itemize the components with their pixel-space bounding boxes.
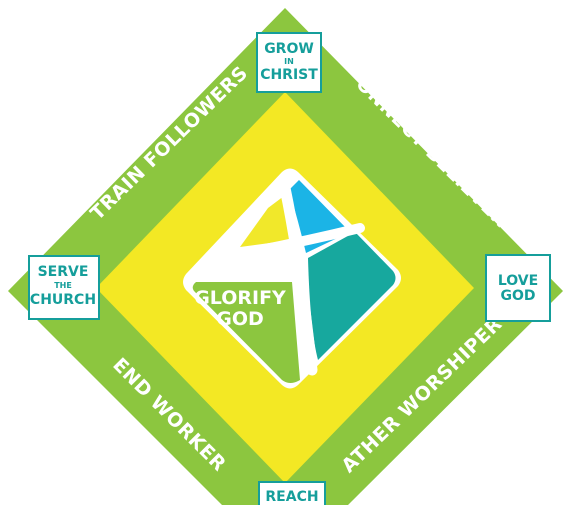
box-reach: REACH [258, 481, 326, 505]
center-line1: GLORIFY [194, 287, 286, 309]
box-left-line1: SERVE [38, 264, 89, 280]
box-left-line3: CHURCH [30, 292, 96, 308]
box-right-line1: LOVE [498, 273, 538, 289]
box-bottom-line1: REACH [265, 489, 318, 505]
box-grow-in-christ: GROW IN CHRIST [256, 32, 322, 93]
box-right-line2: GOD [500, 288, 535, 304]
center-line2: GOD [216, 308, 264, 330]
box-love-god: LOVE GOD [485, 254, 551, 322]
glorify-god-emblem [183, 168, 401, 389]
box-top-line2: IN [284, 57, 294, 66]
box-top-line1: GROW [264, 41, 314, 57]
box-top-line3: CHRIST [260, 67, 318, 83]
box-left-line2: THE [54, 281, 72, 290]
box-serve-the-church: SERVE THE CHURCH [28, 255, 100, 320]
